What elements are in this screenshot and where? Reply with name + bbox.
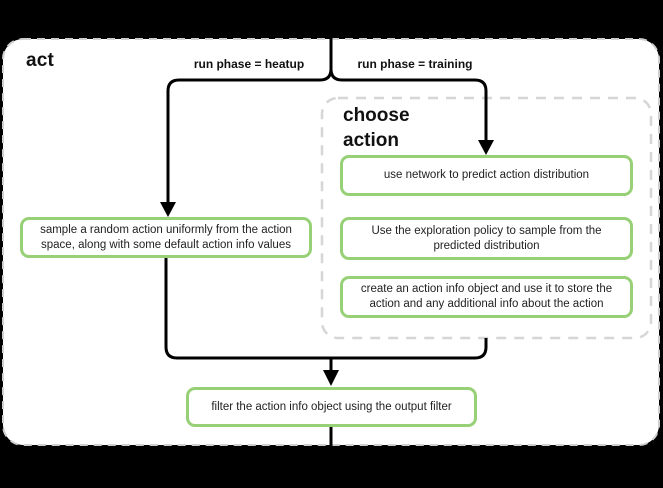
branch-label-heatup: run phase = heatup [193, 57, 305, 71]
node-exploration-policy: Use the exploration policy to sample fro… [340, 217, 633, 260]
arrowhead-training [478, 140, 494, 155]
connector-choose-to-merge [331, 338, 488, 360]
node-use-network: use network to predict action distributi… [340, 155, 633, 196]
arrowhead-heatup [160, 202, 176, 217]
node-sample-random-action: sample a random action uniformly from th… [20, 217, 312, 258]
arrowhead-filter [323, 370, 339, 386]
act-title: act [26, 50, 55, 71]
node-create-action-info: create an action info object and use it … [340, 276, 633, 318]
choose-action-title: choose action [343, 105, 410, 151]
node-filter-output: filter the action info object using the … [186, 387, 477, 427]
connector-top-to-training [329, 68, 488, 141]
branch-label-training: run phase = training [357, 57, 473, 71]
connector-heatup-to-merge [164, 256, 331, 360]
